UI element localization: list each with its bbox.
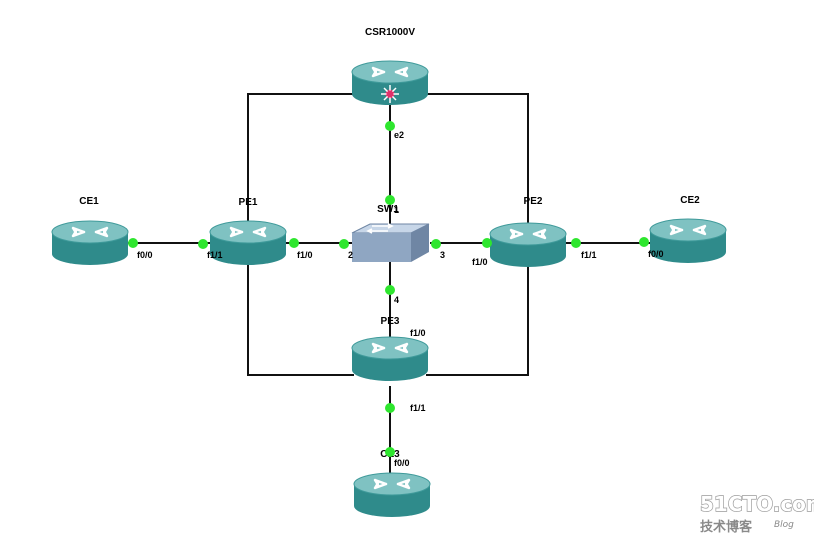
port-dot — [385, 285, 395, 295]
port-label: f1/0 — [410, 328, 426, 338]
port-label: f0/0 — [137, 250, 153, 260]
router-icon — [350, 59, 430, 107]
port-label: 4 — [394, 295, 399, 305]
node-label-pe3: PE3 — [381, 316, 400, 327]
link-csr-pe1 — [247, 93, 354, 235]
node-label-pe1: PE1 — [239, 197, 258, 208]
watermark-sub: 技术博客 — [700, 519, 753, 535]
port-dot — [639, 237, 649, 247]
link-csr-pe2 — [426, 93, 529, 235]
router-ce2[interactable]: CE2 — [648, 195, 728, 265]
port-dot — [431, 239, 441, 249]
router-icon — [488, 221, 568, 269]
port-dot — [128, 238, 138, 248]
node-label-sw1: SW1 — [377, 204, 399, 215]
port-label: f1/1 — [581, 250, 597, 260]
router-icon — [50, 219, 130, 267]
port-labels: e2 1 f0/0 f1/1 f1/0 2 3 f1/0 f1/1 f0/0 4… — [137, 130, 664, 468]
port-label: f0/0 — [394, 458, 410, 468]
port-dot — [385, 447, 395, 457]
port-dots — [128, 121, 649, 457]
port-label: 3 — [440, 250, 445, 260]
node-label-ce2: CE2 — [680, 195, 700, 206]
node-label-csr: CSR1000V — [365, 27, 415, 38]
port-label: f1/1 — [410, 403, 426, 413]
switch-sw1[interactable]: SW1 — [351, 204, 430, 262]
port-dot — [385, 403, 395, 413]
port-label: f1/1 — [207, 250, 223, 260]
port-dot — [289, 238, 299, 248]
port-label: 1 — [394, 205, 399, 215]
router-pe2[interactable]: PE2 — [488, 196, 568, 269]
node-label-pe2: PE2 — [524, 196, 543, 207]
port-dot — [482, 238, 492, 248]
port-dot — [385, 121, 395, 131]
port-dot — [571, 238, 581, 248]
router-icon — [352, 471, 432, 519]
watermark: 51CTO.com 技术博客 Blog — [699, 491, 814, 535]
node-label-ce1: CE1 — [79, 196, 99, 207]
port-dot — [385, 195, 395, 205]
watermark-blog: Blog — [774, 520, 794, 530]
port-dot — [198, 239, 208, 249]
port-dot — [339, 239, 349, 249]
link-pe1-pe3 — [247, 260, 354, 376]
router-icon — [350, 335, 430, 383]
router-csr1000v[interactable]: CSR1000V — [350, 27, 430, 107]
port-label: f0/0 — [648, 249, 664, 259]
router-ce1[interactable]: CE1 — [50, 196, 130, 267]
router-ce3[interactable]: CE3 — [352, 449, 432, 519]
port-label: f1/0 — [297, 250, 313, 260]
watermark-main: 51CTO.com — [700, 492, 814, 516]
port-label: 2 — [348, 250, 353, 260]
router-pe1[interactable]: PE1 — [208, 197, 288, 267]
link-pe2-pe3 — [426, 260, 529, 376]
port-label: e2 — [394, 130, 404, 140]
router-pe3[interactable]: PE3 — [350, 316, 430, 383]
switch-icon — [351, 223, 430, 262]
port-label: f1/0 — [472, 257, 488, 267]
